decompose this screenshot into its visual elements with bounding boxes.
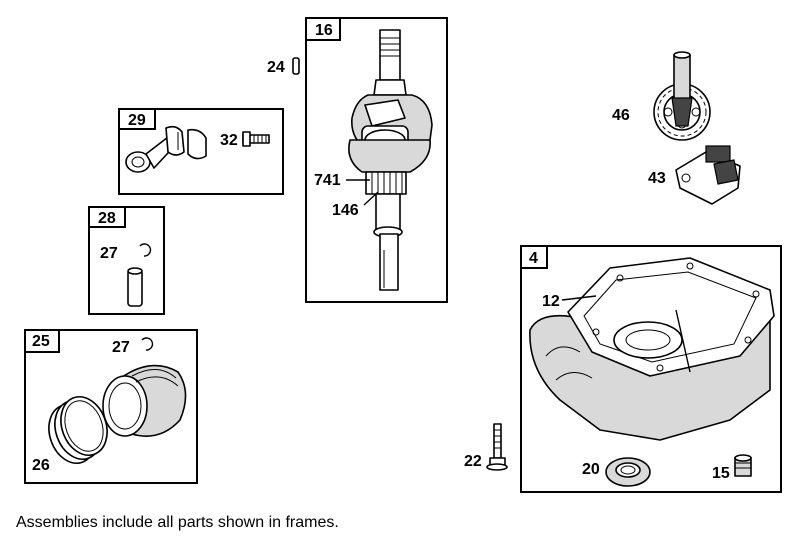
sump-cover[interactable] xyxy=(529,257,775,441)
piston-pin[interactable] xyxy=(127,267,143,307)
frame-28: 28 xyxy=(88,206,165,315)
parts-diagram: 16 24 741 146 2 xyxy=(24,17,782,493)
frame-16-tag: 16 xyxy=(315,22,333,39)
frame-4-tag: 4 xyxy=(529,250,538,267)
assemblies-footnote: Assemblies include all parts shown in fr… xyxy=(16,514,339,531)
retaining-ring-27[interactable] xyxy=(139,243,152,257)
label-46: 46 xyxy=(612,107,630,124)
oil-seal-20[interactable] xyxy=(605,457,651,487)
connecting-rod[interactable] xyxy=(125,125,207,173)
piston[interactable] xyxy=(102,364,187,437)
label-741: 741 xyxy=(314,172,341,189)
frame-29-tag: 29 xyxy=(128,112,146,129)
frame-25-tag: 25 xyxy=(32,333,50,350)
crankshaft[interactable] xyxy=(348,29,433,291)
piston-rings[interactable] xyxy=(41,390,115,469)
label-146: 146 xyxy=(332,202,359,219)
label-27-pin-frame: 27 xyxy=(100,245,118,262)
drain-plug-15[interactable] xyxy=(734,454,752,477)
label-20: 20 xyxy=(582,461,600,478)
label-26: 26 xyxy=(32,457,50,474)
label-12: 12 xyxy=(542,293,560,310)
label-24: 24 xyxy=(267,59,285,76)
label-22: 22 xyxy=(464,453,482,470)
retaining-ring-27-piston[interactable] xyxy=(141,337,154,351)
bolt-22[interactable] xyxy=(486,423,508,471)
governor-bracket-43[interactable] xyxy=(675,145,741,205)
rod-bolt-32[interactable] xyxy=(242,131,270,147)
frame-28-tag: 28 xyxy=(98,210,116,227)
key-pin-24[interactable] xyxy=(292,57,300,75)
governor-gear-46[interactable] xyxy=(653,51,711,141)
label-27-piston-frame: 27 xyxy=(112,339,130,356)
label-43: 43 xyxy=(648,170,666,187)
label-15: 15 xyxy=(712,465,730,482)
label-32: 32 xyxy=(220,132,238,149)
